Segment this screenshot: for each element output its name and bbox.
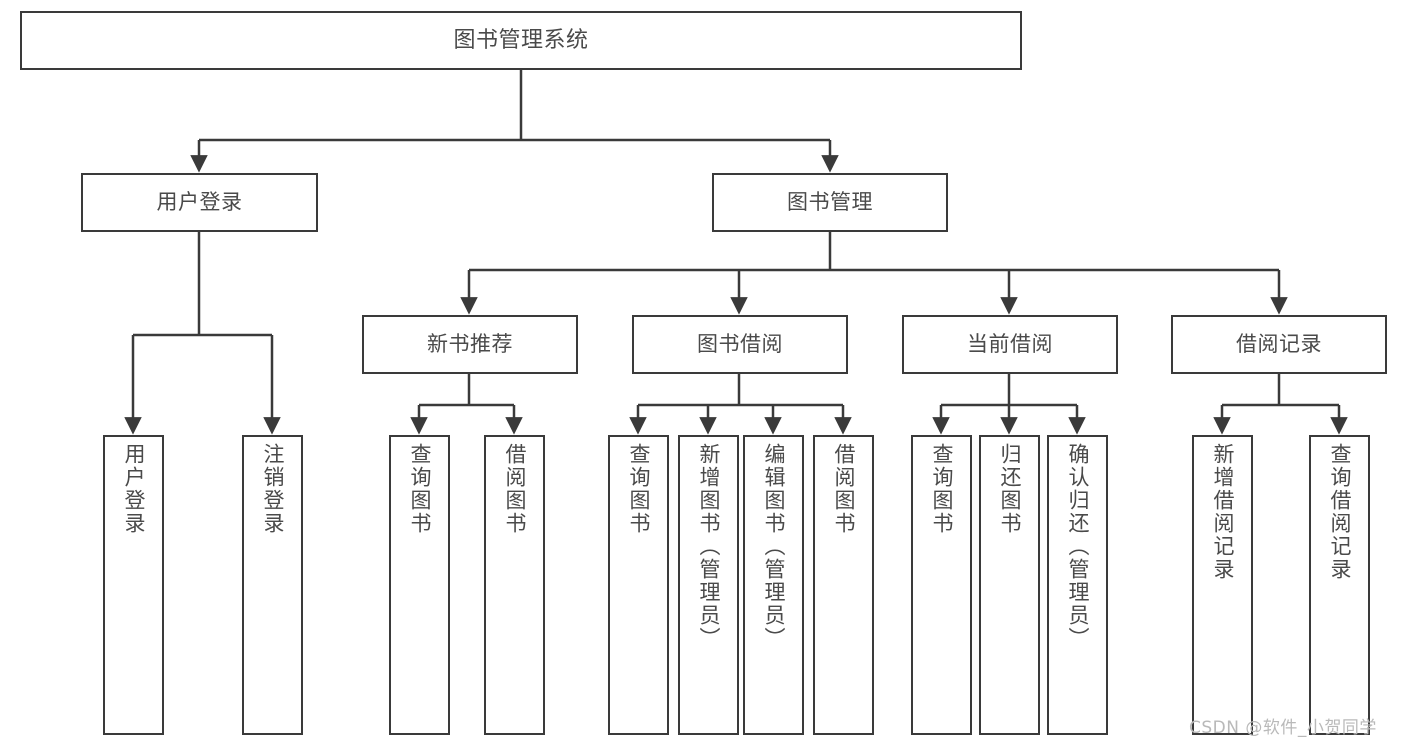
leaf-logout[interactable]: 注销登录 bbox=[242, 435, 303, 735]
leaf-borrow-query-book-label: 查询图书 bbox=[627, 443, 651, 535]
node-user-login[interactable]: 用户登录 bbox=[81, 173, 318, 232]
leaf-current-confirm-return-admin[interactable]: 确认归还（管理员） bbox=[1047, 435, 1108, 735]
node-new-book-recommend[interactable]: 新书推荐 bbox=[362, 315, 578, 374]
leaf-borrow-add-book-admin-label: 新增图书（管理员） bbox=[697, 443, 721, 650]
leaf-current-confirm-return-admin-label: 确认归还（管理员） bbox=[1066, 443, 1090, 650]
leaf-borrow-edit-book-admin-label: 编辑图书（管理员） bbox=[762, 443, 786, 650]
leaf-borrow-query-book[interactable]: 查询图书 bbox=[608, 435, 669, 735]
node-current-borrow[interactable]: 当前借阅 bbox=[902, 315, 1118, 374]
leaf-current-return-book[interactable]: 归还图书 bbox=[979, 435, 1040, 735]
leaf-user-login-label: 用户登录 bbox=[122, 443, 146, 535]
leaf-borrow-add-book-admin[interactable]: 新增图书（管理员） bbox=[678, 435, 739, 735]
leaf-recommend-query-book-label: 查询图书 bbox=[408, 443, 432, 535]
leaf-user-login[interactable]: 用户登录 bbox=[103, 435, 164, 735]
node-borrow-record-label: 借阅记录 bbox=[1236, 332, 1322, 357]
node-book-management-label: 图书管理 bbox=[787, 190, 873, 215]
node-root-system[interactable]: 图书管理系统 bbox=[20, 11, 1022, 70]
leaf-recommend-query-book[interactable]: 查询图书 bbox=[389, 435, 450, 735]
leaf-record-query-borrow-record[interactable]: 查询借阅记录 bbox=[1309, 435, 1370, 735]
leaf-current-query-book[interactable]: 查询图书 bbox=[911, 435, 972, 735]
leaf-current-query-book-label: 查询图书 bbox=[930, 443, 954, 535]
node-user-login-label: 用户登录 bbox=[156, 190, 243, 215]
node-borrow-record[interactable]: 借阅记录 bbox=[1171, 315, 1387, 374]
leaf-recommend-borrow-book[interactable]: 借阅图书 bbox=[484, 435, 545, 735]
leaf-recommend-borrow-book-label: 借阅图书 bbox=[503, 443, 527, 535]
node-book-borrow-label: 图书借阅 bbox=[697, 332, 783, 357]
leaf-record-add-borrow-record-label: 新增借阅记录 bbox=[1211, 443, 1235, 581]
leaf-record-add-borrow-record[interactable]: 新增借阅记录 bbox=[1192, 435, 1253, 735]
node-book-borrow[interactable]: 图书借阅 bbox=[632, 315, 848, 374]
csdn-watermark: CSDN @软件_小贺同学 bbox=[1189, 718, 1377, 738]
leaf-borrow-edit-book-admin[interactable]: 编辑图书（管理员） bbox=[743, 435, 804, 735]
node-new-book-recommend-label: 新书推荐 bbox=[427, 332, 513, 357]
node-book-management[interactable]: 图书管理 bbox=[712, 173, 948, 232]
node-current-borrow-label: 当前借阅 bbox=[967, 332, 1053, 357]
leaf-current-return-book-label: 归还图书 bbox=[998, 443, 1022, 535]
leaf-record-query-borrow-record-label: 查询借阅记录 bbox=[1328, 443, 1352, 581]
leaf-borrow-borrow-book-label: 借阅图书 bbox=[832, 443, 856, 535]
leaf-borrow-borrow-book[interactable]: 借阅图书 bbox=[813, 435, 874, 735]
node-root-system-label: 图书管理系统 bbox=[453, 27, 589, 53]
leaf-logout-label: 注销登录 bbox=[261, 443, 285, 535]
